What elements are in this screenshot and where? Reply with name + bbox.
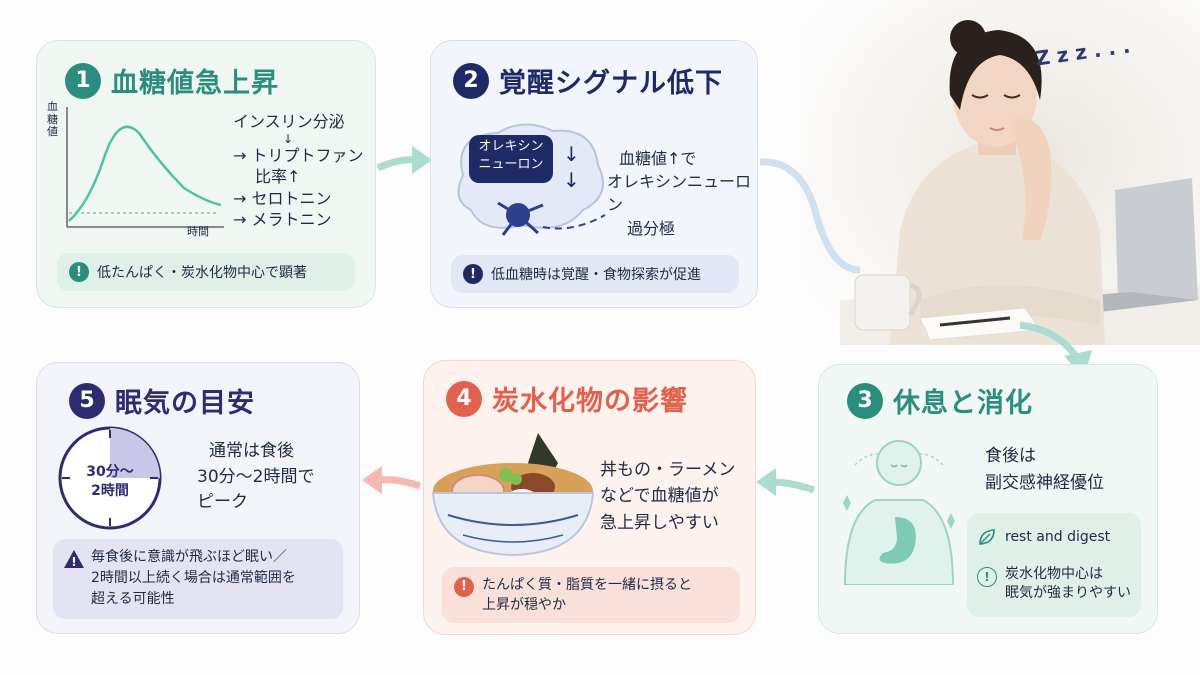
card-rest-digest: 3 休息と消化 食後は 副交感神経優位 rest and digest ! 炭水… bbox=[818, 364, 1158, 634]
card5-note-line-1: 毎食後に意識が飛ぶほど眠い／ bbox=[91, 549, 287, 565]
card4-text-line-2: などで血糖値が bbox=[600, 486, 719, 507]
glucose-ylabel: 血糖値 bbox=[47, 100, 58, 139]
card-carbohydrate-effect: 4 炭水化物の影響 丼もの・ラーメン などで血糖値が 急上昇しやすい ! たんぱ… bbox=[423, 360, 756, 635]
card2-text-line-3: 過分極 bbox=[627, 218, 676, 238]
down-arrows: ↓↓ bbox=[563, 142, 580, 192]
step-number-3: 3 bbox=[847, 382, 883, 419]
card4-text: 丼もの・ラーメン などで血糖値が 急上昇しやすい bbox=[600, 457, 735, 536]
card-blood-sugar-spike: 1 血糖値急上昇 血糖値 時間 インスリン分泌 ↓ → トリプトファン 比率↑ … bbox=[36, 40, 376, 308]
warning-icon: ! bbox=[463, 264, 483, 284]
glucose-curve bbox=[68, 125, 222, 222]
card4-text-line-1: 丼もの・ラーメン bbox=[600, 460, 736, 480]
clock-label-line-1: 30分～ bbox=[86, 464, 134, 480]
cascade-line-5: → メラトニン bbox=[233, 210, 332, 230]
leaf-icon bbox=[979, 529, 995, 545]
clock-label-line-2: 2時間 bbox=[91, 482, 129, 499]
card2-note: ! 低血糖時は覚醒・食物探索が促進 bbox=[451, 255, 739, 293]
arrow-1-to-2 bbox=[376, 156, 419, 172]
card2-note-text: 低血糖時は覚醒・食物探索が促進 bbox=[491, 267, 701, 283]
card5-text-line-1: 通常は食後 bbox=[209, 441, 294, 461]
step-number-2: 2 bbox=[453, 62, 489, 99]
card3-text: 食後は 副交感神経優位 bbox=[985, 443, 1104, 497]
badge-line-2: ニューロン bbox=[478, 157, 544, 173]
card3-note-line-2: 眠気が強まりやすい bbox=[1005, 584, 1131, 601]
card3-text-line-1: 食後は bbox=[985, 446, 1036, 466]
badge-line-1: オレキシン bbox=[478, 139, 544, 154]
card5-note: ! 毎食後に意識が飛ぶほど眠い／ 2時間以上続く場合は通常範囲を 超える可能性 bbox=[53, 539, 343, 619]
card1-title: 血糖値急上昇 bbox=[111, 68, 279, 99]
card1-note: ! 低たんぱく・炭水化物中心で顕著 bbox=[57, 253, 355, 291]
step-number-4: 4 bbox=[446, 380, 482, 417]
card4-text-line-3: 急上昇しやすい bbox=[600, 512, 719, 533]
step-number-5: 5 bbox=[69, 382, 105, 419]
cascade-line-3: 比率↑ bbox=[255, 167, 301, 187]
leaf-label: rest and digest bbox=[1005, 529, 1111, 545]
glucose-curve-chart bbox=[66, 107, 224, 228]
card2-text: 血糖値↑で オレキシンニューロン 過分極 bbox=[607, 147, 757, 240]
card5-text: 通常は食後 30分～2時間で ピーク bbox=[197, 439, 314, 516]
card2-text-line-1: 血糖値↑で bbox=[619, 149, 697, 168]
card4-note: ! たんぱく質・脂質を一緒に摂ると 上昇が穏やか bbox=[442, 567, 740, 623]
time-xlabel: 時間 bbox=[187, 225, 209, 238]
arrow-4-to-5 bbox=[377, 476, 422, 490]
card-drowsiness-guide: 5 眠気の目安 30分～ 2時間 通常は食後 30分～2時間で ピーク ! 毎食… bbox=[36, 362, 360, 634]
card4-title: 炭水化物の影響 bbox=[492, 386, 688, 417]
arrow-3-to-4 bbox=[771, 478, 816, 494]
clock-illustration bbox=[58, 426, 162, 530]
card5-title: 眠気の目安 bbox=[115, 388, 255, 419]
card4-note-line-2: 上昇が穏やか bbox=[482, 597, 566, 614]
step-number-1: 1 bbox=[65, 62, 101, 99]
warning-icon: ! bbox=[454, 577, 474, 597]
cascade-line-2: → トリプトファン bbox=[233, 145, 364, 165]
card3-info-box: rest and digest ! 炭水化物中心は 眠気が強まりやすい bbox=[967, 513, 1141, 617]
leaf-row: rest and digest bbox=[977, 527, 1110, 547]
cascade-line-4: → セロトニン bbox=[233, 188, 332, 208]
body-digestion-illustration bbox=[843, 440, 955, 585]
card3-title: 休息と消化 bbox=[893, 388, 1033, 419]
card2-title: 覚醒シグナル低下 bbox=[499, 68, 723, 99]
card1-note-text: 低たんぱく・炭水化物中心で顕著 bbox=[97, 265, 307, 281]
clock-label: 30分～ 2時間 bbox=[67, 463, 153, 501]
photo-sleepy-woman: Z z z . . . bbox=[800, 0, 1200, 345]
svg-text:!: ! bbox=[71, 555, 76, 569]
card3-note-row: ! 炭水化物中心は 眠気が強まりやすい bbox=[977, 565, 1131, 603]
card5-note-line-3: 超える可能性 bbox=[91, 591, 175, 607]
card5-note-line-2: 2時間以上続く場合は通常範囲を bbox=[91, 570, 296, 586]
card2-text-line-2: オレキシンニューロン bbox=[607, 172, 752, 215]
card5-text-line-3: ピーク bbox=[197, 492, 248, 512]
orexin-badge: オレキシン ニューロン bbox=[469, 135, 553, 183]
card5-text-line-2: 30分～2時間で bbox=[197, 466, 315, 487]
card3-note-line-1: 炭水化物中心は bbox=[1005, 566, 1103, 582]
card4-note-line-1: たんぱく質・脂質を一緒に摂ると bbox=[482, 577, 692, 593]
info-icon: ! bbox=[977, 567, 997, 587]
insulin-cascade: インスリン分泌 ↓ → トリプトファン 比率↑ → セロトニン → メラトニン bbox=[233, 111, 364, 231]
warning-triangle-icon: ! bbox=[64, 550, 84, 569]
cascade-line-1: インスリン分泌 bbox=[233, 112, 345, 131]
card3-text-line-2: 副交感神経優位 bbox=[985, 473, 1104, 494]
card-wake-signal: 2 覚醒シグナル低下 オレキシン ニューロン ↓↓ 血糖値↑で オレキシンニュー… bbox=[430, 40, 758, 308]
ramen-bowl-illustration bbox=[431, 433, 595, 557]
cascade-arrow: ↓ bbox=[283, 131, 294, 146]
warning-icon: ! bbox=[69, 262, 89, 282]
